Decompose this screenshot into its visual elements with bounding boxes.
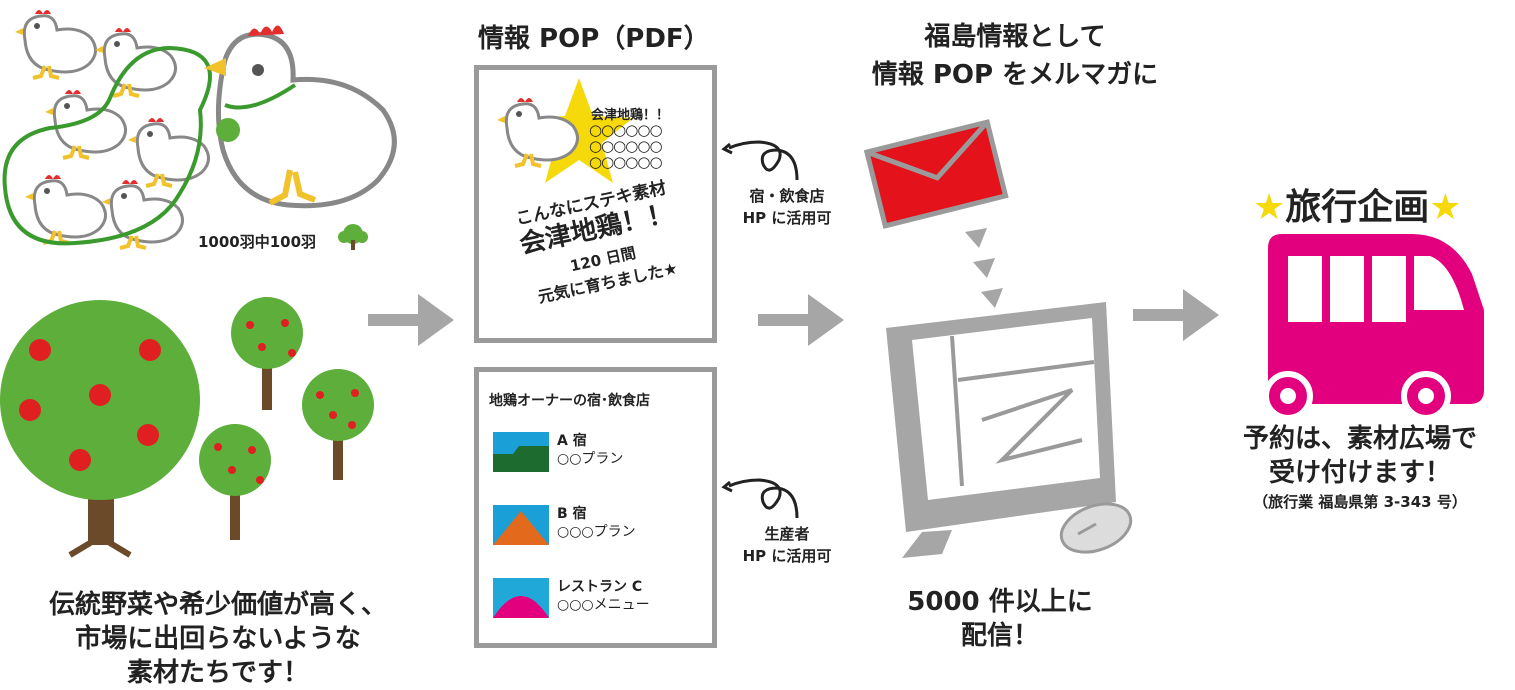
flow-arrow-3-icon (1133, 289, 1219, 341)
apple-trees-illustration (0, 297, 374, 558)
usage-note-producer-line1: 生産者 (764, 525, 810, 543)
flow-arrow-2-icon (758, 294, 844, 346)
tour-license: （旅行業 福島県第 3-343 号） (1253, 493, 1467, 511)
curl-arrow-producer-icon (721, 478, 799, 519)
owner-panel: 地鶏オーナーの宿･飲食店 A 宿 ○○プラン B 宿 ○○○プラン レストラン … (474, 367, 717, 648)
envelope-icon (863, 119, 1009, 229)
pop-chicken-illustration (497, 98, 579, 168)
tree-logo-icon (338, 224, 368, 250)
left-caption-line2: 市場に出回らないような (75, 624, 361, 654)
delivery-note-line1: 5000 件以上に (907, 587, 1093, 617)
restaurant-c-name: レストラン C (557, 579, 643, 595)
tour-title-text: 旅行企画 (1285, 187, 1430, 228)
inn-b-name: B 宿 (557, 506, 587, 522)
pop-circles-row1: ○○○○○○ (589, 121, 663, 139)
delivery-note-line2: 配信！ (960, 621, 1039, 651)
chicken-flock-illustration (2, 8, 397, 250)
inn-a-name: A 宿 (557, 433, 587, 449)
tour-reserve: 予約は、素材広場で 受け付けます！ (1215, 422, 1505, 490)
owner-panel-title: 地鶏オーナーの宿･飲食店 (489, 393, 650, 409)
computer-monitor-illustration (886, 302, 1116, 558)
panel-title: 情報 POP（PDF） (478, 24, 710, 54)
pop-star-title: 会津地鶏！！ (591, 108, 670, 123)
pop-circles: ○○○○○○ ○○○○○○ ○○○○○○ (589, 121, 663, 171)
tour-title-star-right-icon: ★ (1429, 187, 1462, 228)
inn-b-thumbnail-icon (493, 505, 549, 545)
inn-a-plan: ○○プラン (557, 451, 624, 467)
mail-heading: 福島情報として 情報 POP をメルマガに (830, 18, 1200, 94)
curl-arrow-inn-icon (721, 140, 799, 181)
pop-panel: 会津地鶏！！ ○○○○○○ ○○○○○○ ○○○○○○ こんなにステキ素材 会津… (474, 65, 717, 343)
tour-reserve-line1: 予約は、素材広場で (1242, 424, 1477, 454)
bus-icon (1263, 234, 1484, 421)
tour-title: ★旅行企画★ (1253, 178, 1462, 230)
left-caption-line1: 伝統野菜や希少価値が高く、 (48, 590, 387, 620)
inn-b-plan: ○○○プラン (557, 524, 636, 540)
mail-heading-line2: 情報 POP をメルマガに (871, 60, 1159, 90)
inn-a-thumbnail-icon (493, 432, 549, 472)
usage-note-inn-line2: HP に活用可 (742, 209, 832, 227)
usage-note-producer: 生産者 HP に活用可 (722, 523, 852, 567)
restaurant-c-plan: ○○○メニュー (557, 597, 650, 613)
left-caption: 伝統野菜や希少価値が高く、 市場に出回らないような 素材たちです！ (18, 588, 418, 690)
left-caption-line3: 素材たちです！ (126, 658, 309, 688)
pop-circles-row2: ○○○○○○ (589, 137, 663, 155)
signal-triangles-icon (965, 228, 1003, 308)
mail-heading-line1: 福島情報として (924, 22, 1106, 52)
tour-reserve-line2: 受け付けます！ (1268, 458, 1451, 488)
usage-note-producer-line2: HP に活用可 (742, 547, 832, 565)
delivery-note: 5000 件以上に 配信！ (880, 585, 1120, 653)
flock-note: 1000羽中100羽 (198, 233, 317, 251)
usage-note-inn: 宿・飲食店 HP に活用可 (722, 185, 852, 229)
star-icon (525, 78, 633, 183)
restaurant-c-thumbnail-icon (493, 578, 549, 618)
pop-copy: こんなにステキ素材 会津地鶏！！ 120 日間 元気に育ちました★ (471, 164, 728, 318)
usage-note-inn-line1: 宿・飲食店 (749, 187, 825, 205)
mouse-icon (1059, 502, 1133, 554)
tour-title-star-left-icon: ★ (1253, 187, 1286, 228)
flow-arrow-1-icon (368, 294, 454, 346)
pop-circles-row3: ○○○○○○ (589, 153, 663, 171)
